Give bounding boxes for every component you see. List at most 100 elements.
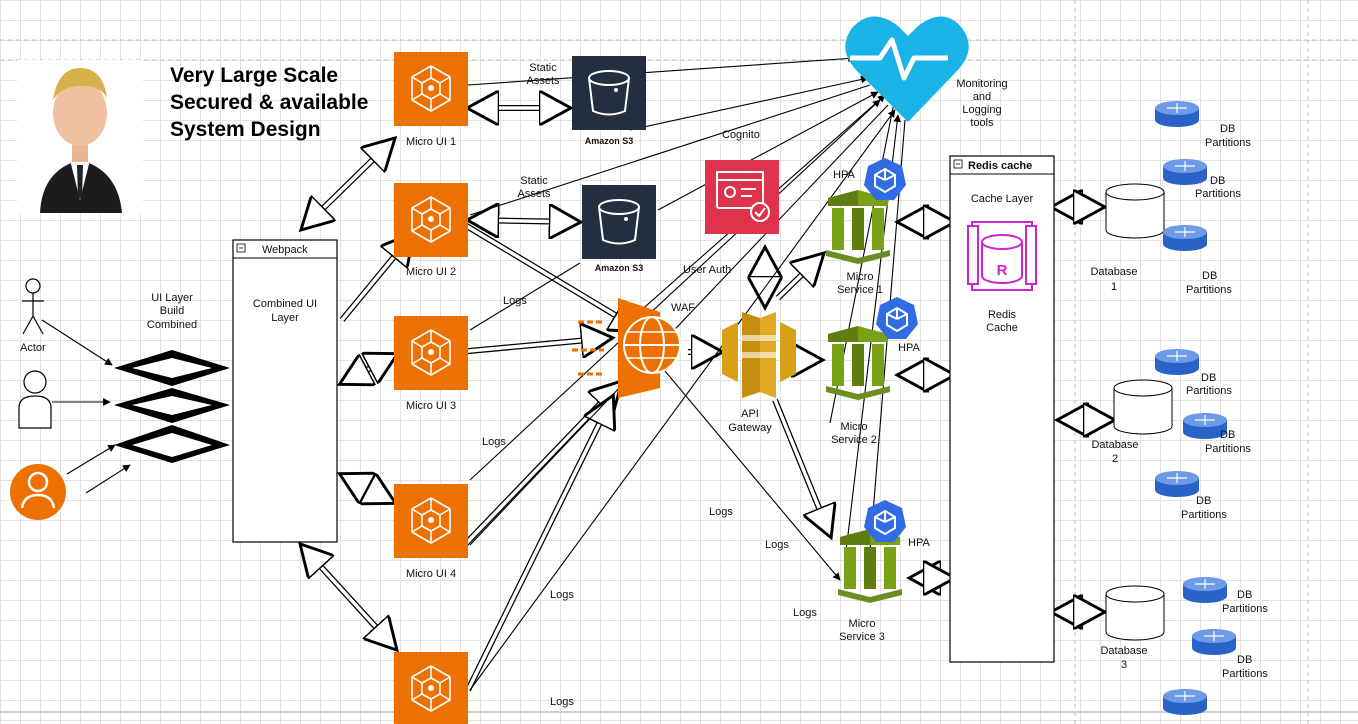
svg-text:Partitions: Partitions: [1222, 603, 1268, 615]
static-assets-1a: Static: [529, 62, 557, 74]
svg-text:1: 1: [1111, 281, 1117, 293]
svg-text:Partitions: Partitions: [1186, 284, 1232, 296]
svg-text:tools: tools: [970, 117, 994, 129]
waf-label: WAF: [671, 302, 695, 314]
layers-icon: [114, 350, 230, 463]
database-1-label-2: 1: [1111, 281, 1117, 293]
svg-text:Micro UI 1: Micro UI 1: [406, 136, 456, 148]
micro-ui-2-icon[interactable]: [393, 182, 469, 258]
micro-ui-5-icon[interactable]: [393, 651, 469, 724]
svg-text:Static: Static: [520, 175, 548, 187]
svg-text:API: API: [741, 408, 759, 420]
db-partition-8-icon: [1191, 628, 1237, 656]
svg-text:Logging: Logging: [962, 104, 1001, 116]
hpa-3-label: HPA: [908, 537, 930, 549]
micro-ui-3-icon[interactable]: [393, 315, 469, 391]
micro-ui-2-label: Micro UI 2: [406, 266, 456, 278]
micro-ui-3-label: Micro UI 3: [406, 400, 456, 412]
svg-text:Cache: Cache: [986, 322, 1018, 334]
svg-text:Gateway: Gateway: [728, 422, 772, 434]
api-gateway-label-1: API: [741, 408, 759, 420]
ui-layer-label-1: UI Layer: [151, 292, 193, 304]
micro-service-2-icon[interactable]: [826, 326, 890, 400]
db-partition-2-label-2: Partitions: [1195, 188, 1241, 200]
db-partition-7-label-1: DB: [1237, 589, 1252, 601]
redis-name-2: Cache: [986, 322, 1018, 334]
svg-text:Logs: Logs: [709, 506, 733, 518]
db-partition-1-icon: [1154, 100, 1200, 128]
db-partition-4-label-1: DB: [1201, 372, 1216, 384]
logs-label-5: Logs: [550, 589, 574, 601]
db-partition-4-icon: [1154, 348, 1200, 376]
micro-service-3-label-1: Micro: [849, 618, 876, 630]
micro-ui-1-icon[interactable]: [393, 51, 469, 127]
micro-service-3-label-2: Service 3: [839, 631, 885, 643]
svg-text:DB: DB: [1202, 270, 1217, 282]
monitoring-label-3: Logging: [962, 104, 1001, 116]
svg-text:User Auth: User Auth: [683, 264, 731, 276]
user-avatar-icon: [10, 464, 66, 520]
db-partition-3-label-2: Partitions: [1186, 284, 1232, 296]
s3-bucket-1-icon[interactable]: [571, 55, 647, 131]
monitoring-heart-icon[interactable]: [845, 16, 969, 123]
svg-text:DB: DB: [1237, 654, 1252, 666]
logs-label-1: Logs: [503, 295, 527, 307]
webpack-body-2: Layer: [271, 312, 299, 324]
svg-text:Micro: Micro: [849, 618, 876, 630]
micro-service-1-label-2: Service 1: [837, 284, 883, 296]
svg-text:Logs: Logs: [765, 539, 789, 551]
micro-service-1-icon[interactable]: [826, 190, 890, 264]
monitoring-label-1: Monitoring: [956, 78, 1007, 90]
db-partition-7-icon: [1182, 576, 1228, 604]
svg-text:Build: Build: [160, 305, 184, 317]
svg-text:Database: Database: [1100, 645, 1147, 657]
database-2-label-1: Database: [1091, 439, 1138, 451]
svg-text:UI Layer: UI Layer: [151, 292, 193, 304]
svg-text:R: R: [997, 262, 1008, 279]
redis-icon[interactable]: R: [967, 221, 1037, 291]
micro-service-2-label-1: Micro: [841, 421, 868, 433]
webpack-body-1: Combined UI: [253, 298, 317, 310]
micro-ui-4-icon[interactable]: [393, 483, 469, 559]
redis-cache-container[interactable]: Redis cache Cache Layer: [949, 155, 1055, 663]
svg-text:Secured & available: Secured & available: [170, 91, 368, 114]
api-gateway-icon[interactable]: [722, 312, 796, 398]
svg-text:Monitoring: Monitoring: [956, 78, 1007, 90]
waf-icon[interactable]: [572, 298, 681, 398]
cognito-label: Cognito: [722, 129, 760, 141]
db-partition-5-label-1: DB: [1220, 429, 1235, 441]
title-line-3: System Design: [170, 118, 321, 141]
database-1-icon[interactable]: [1105, 183, 1165, 239]
webpack-container[interactable]: Webpack Combined UI Layer: [232, 239, 338, 543]
title-line-2: Secured & available: [170, 91, 368, 114]
svg-text:Service 1: Service 1: [837, 284, 883, 296]
svg-text:Logs: Logs: [482, 436, 506, 448]
svg-text:Database: Database: [1091, 439, 1138, 451]
micro-service-1-label-1: Micro: [847, 271, 874, 283]
svg-text:Micro UI 4: Micro UI 4: [406, 568, 456, 580]
svg-text:Amazon S3: Amazon S3: [595, 263, 644, 273]
svg-text:Layer: Layer: [271, 312, 299, 324]
svg-text:Micro: Micro: [841, 421, 868, 433]
s3-bucket-2-icon[interactable]: [581, 184, 657, 260]
svg-text:DB: DB: [1201, 372, 1216, 384]
db-partition-8-label-2: Partitions: [1222, 668, 1268, 680]
database-3-icon[interactable]: [1105, 585, 1165, 641]
ui-layer-label-2: Build: [160, 305, 184, 317]
database-2-icon[interactable]: [1113, 379, 1173, 435]
static-assets-2a: Static: [520, 175, 548, 187]
webpack-header: Webpack: [262, 244, 308, 256]
svg-text:DB: DB: [1210, 175, 1225, 187]
api-gateway-label-2: Gateway: [728, 422, 772, 434]
redis-name-1: Redis: [988, 309, 1017, 321]
micro-ui-1-label: Micro UI 1: [406, 136, 456, 148]
cognito-icon[interactable]: [705, 160, 779, 234]
db-partition-9-icon: [1162, 688, 1208, 716]
svg-text:Assets: Assets: [526, 75, 560, 87]
micro-service-2-label-2: Service 2: [831, 434, 877, 446]
svg-text:Logs: Logs: [793, 607, 817, 619]
database-3-label-2: 3: [1121, 659, 1127, 671]
logs-label-3: Logs: [709, 506, 733, 518]
db-partition-7-label-2: Partitions: [1222, 603, 1268, 615]
s3-2-label: Amazon S3: [595, 263, 644, 273]
